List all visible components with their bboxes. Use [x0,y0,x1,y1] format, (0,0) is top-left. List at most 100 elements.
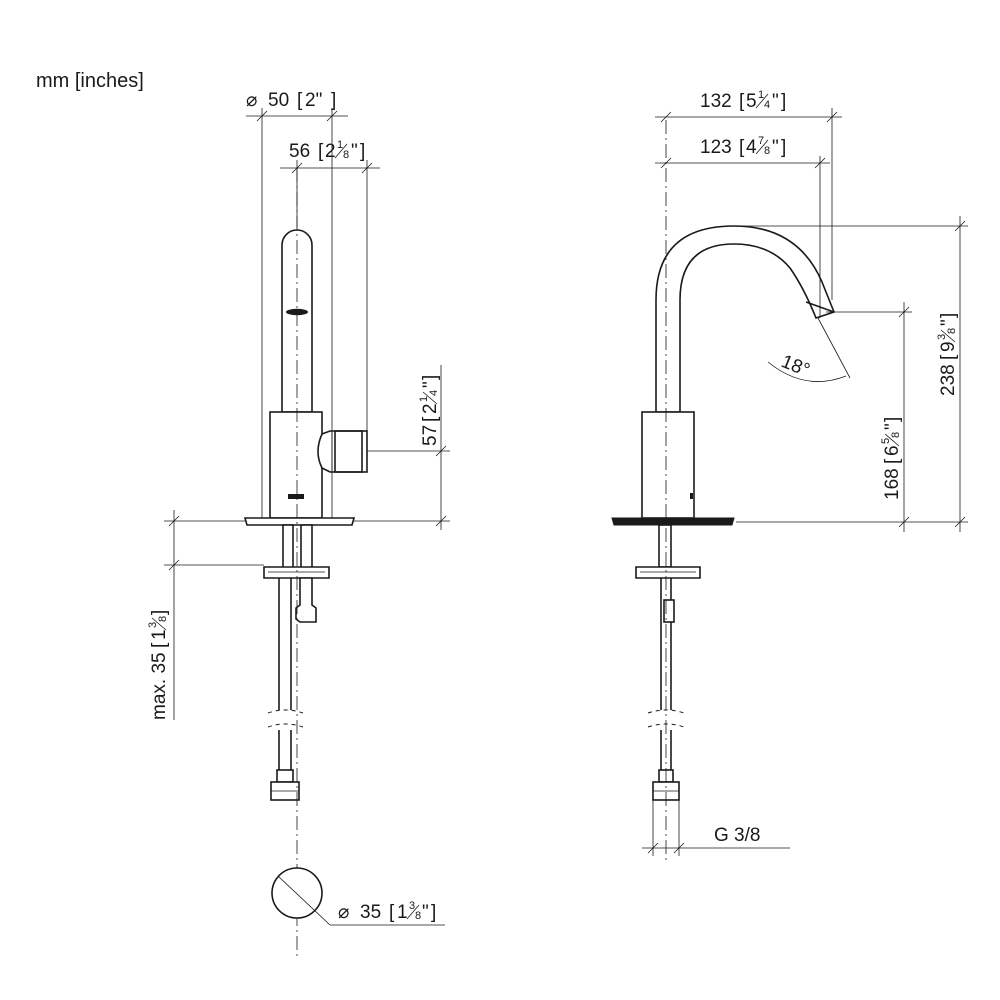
dim57-tail: " [420,381,441,388]
side-logo-mark [690,493,693,499]
dim132-tick-l [660,111,672,123]
dim56-tail: " [351,141,358,162]
front-break-bottom [267,723,304,728]
dim123-tail: " [772,137,779,158]
dim56-bracket-close: ] [360,141,365,162]
front-end-ferrule [276,769,294,783]
side-main-body [641,411,695,519]
front-break-top [267,709,304,714]
dim168-den: 8 [890,432,902,438]
dim132-tail: " [772,91,779,112]
front-mounting-nut [263,566,330,579]
dim123-den: 8 [764,145,770,157]
dim168-tail: " [882,423,903,430]
side-dimensions [642,108,968,856]
dim35-den: 8 [157,616,169,622]
dim168-tick-b [898,516,910,528]
dimb35-tail: " [422,902,429,923]
dim50-tick-l [256,110,268,122]
dim168-frac-bar [884,433,900,447]
dim35-frac-bar [151,617,167,631]
dim-bottom-diameter: ⌀ 35 [ 1 3 8 " ] [338,900,436,923]
dim132-mm: 132 [700,91,732,112]
dim56-tick-r [361,162,373,174]
dim168-whole: 6 [882,445,903,456]
dim-max-35: max. 35 [ 1 3 8 ] [147,610,170,720]
dim132-den: 4 [764,99,770,111]
dim238-num: 3 [936,334,948,340]
dim57-bracket-close: ] [420,375,441,380]
units-label: mm [inches] [36,70,144,92]
dimb35-den: 8 [415,910,421,922]
dim123-bracket-open: [ [739,137,745,158]
dim50-bracket-open: [ [297,90,303,111]
dim238-bracket-close: ] [938,313,959,318]
dim168-num: 5 [880,438,892,444]
dim57-whole: 2 [420,403,441,414]
front-main-body [269,411,323,519]
dim35-num: 3 [147,622,159,628]
dimb35-num: 3 [409,900,415,912]
dim35-tick-b [168,559,180,571]
dim50-in: 2" [305,90,322,111]
dim56-mm: 56 [289,141,310,162]
front-hose-fitting [295,577,317,623]
dim123-tick-r [814,157,826,169]
front-hose-right [300,524,313,571]
front-side-lever [317,430,363,473]
dim238-tick-t [954,220,966,232]
dim-reach-132: 132 [ 5 1 4 " ] [700,89,786,112]
dim238-tail: " [938,319,959,326]
front-lever-cap [334,430,368,473]
angle-label: 18° [778,351,813,381]
dim-top-diameter: ⌀ 50 [ 2" ] [246,90,336,111]
front-view [243,168,445,960]
front-dimensions [164,108,450,720]
dim132-bracket-open: [ [739,91,745,112]
dim132-tick-r [826,111,838,123]
dim-height-57: 57 [ 2 1 4 " ] [418,375,441,446]
dim35-mm: max. 35 [149,652,170,720]
front-stud [282,524,294,571]
side-view [611,120,836,860]
dimb35-frac-bar [406,904,420,920]
dim35-bracket-open: [ [149,642,170,648]
dim132-num: 1 [758,89,764,101]
front-logo-mark [288,494,304,499]
dim57-tick-b [435,515,447,527]
dim168-bracket-close: ] [882,417,903,422]
side-escutcheon [611,517,735,526]
front-escutcheon [243,517,356,526]
side-hose-fitting [663,599,675,623]
dimb35-bracket-open: [ [389,902,395,923]
dimb35-mm: 35 [360,902,381,923]
dim57-tick-t [435,445,447,457]
dim-height-168: 168 [ 6 5 8 " ] [880,417,903,500]
dim50-tick-r [326,110,338,122]
dimb35-prefix: ⌀ [338,902,349,923]
dim50-mm: 50 [268,90,289,111]
dim35-bracket-close: ] [149,610,170,615]
side-spout-outer [655,225,836,413]
dim168-mm: 168 [882,468,903,500]
dim57-frac-bar [422,391,438,405]
dim56-bracket-open: [ [318,141,324,162]
dimb35-bracket-close: ] [431,902,436,923]
dim-height-238: 238 [ 9 3 8 " ] [936,313,959,396]
dim50-prefix: ⌀ [246,90,257,111]
bottom-circle-leader [277,875,331,926]
dim56-frac-bar [334,143,348,159]
dim238-den: 8 [946,328,958,334]
dim123-frac-bar [755,139,769,155]
dim57-num: 1 [418,396,430,402]
dim132-frac-bar [755,93,769,109]
dim123-bracket-close: ] [781,137,786,158]
dim123-tick-l [660,157,672,169]
dim123-num: 7 [758,135,764,147]
dim57-den: 4 [428,390,440,396]
dim56-whole: 2 [325,141,336,162]
dim238-tick-b [954,516,966,528]
dim50-bracket-close: ] [331,90,336,111]
dim57-bracket-open: [ [420,416,441,422]
